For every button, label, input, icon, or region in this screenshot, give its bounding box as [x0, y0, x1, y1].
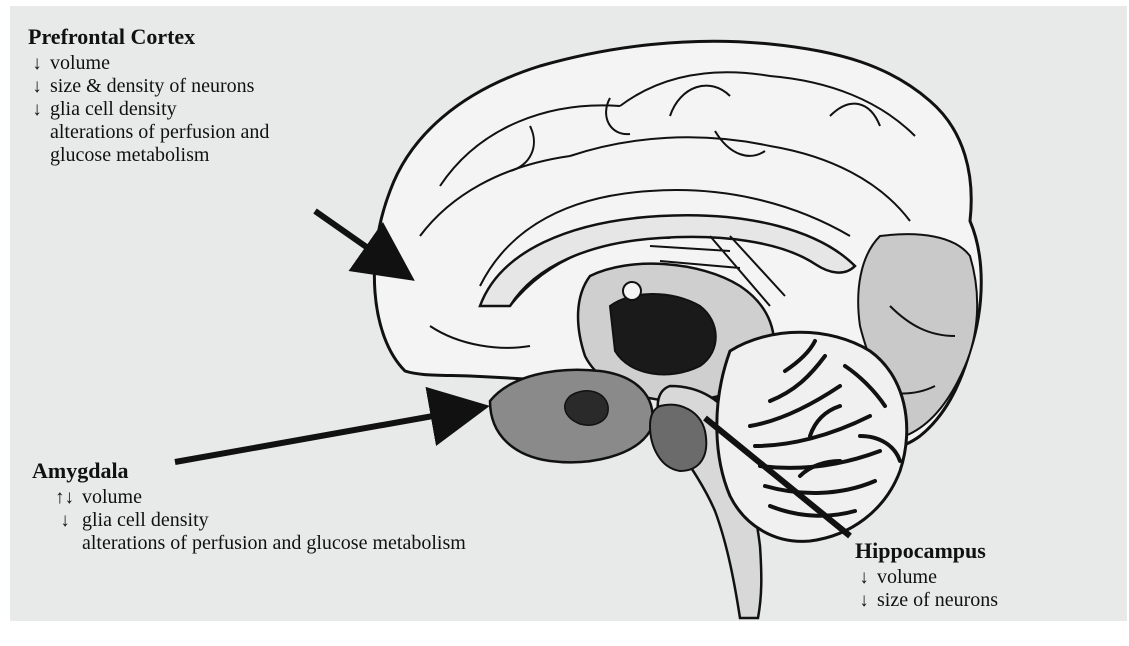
diagram-canvas: Prefrontal Cortex ↓ volume ↓ size & dens… — [10, 6, 1127, 621]
pfc-line-5: glucose metabolism — [28, 144, 269, 167]
arrow-down-icon: ↓ — [28, 75, 46, 98]
amy-line-2: ↓ glia cell density — [30, 509, 466, 532]
arrow-down-icon: ↓ — [855, 589, 873, 612]
amy-line-3: alterations of perfusion and glucose met… — [30, 532, 466, 555]
amygdala-label: Amygdala ↑↓ volume ↓ glia cell density a… — [30, 458, 466, 555]
arrow-down-icon: ↓ — [56, 509, 74, 532]
ventricle-dark — [610, 294, 716, 374]
hip-line-1: ↓ volume — [855, 566, 998, 589]
pfc-line-3: ↓ glia cell density — [28, 98, 269, 121]
pineal-circle — [623, 282, 641, 300]
arrow-down-icon: ↓ — [28, 98, 46, 121]
prefrontal-cortex-title: Prefrontal Cortex — [28, 24, 269, 50]
pfc-line-1: ↓ volume — [28, 52, 269, 75]
pfc-line-4: alterations of perfusion and — [28, 121, 269, 144]
hippocampus-label: Hippocampus ↓ volume ↓ size of neurons — [855, 538, 998, 612]
prefrontal-cortex-label: Prefrontal Cortex ↓ volume ↓ size & dens… — [28, 24, 269, 167]
amygdala-title: Amygdala — [32, 458, 466, 484]
pfc-line-2: ↓ size & density of neurons — [28, 75, 269, 98]
arrow-down-icon: ↓ — [855, 566, 873, 589]
hippocampus-title: Hippocampus — [855, 538, 998, 564]
amy-line-1: ↑↓ volume — [30, 486, 466, 509]
arrow-down-icon: ↓ — [28, 52, 46, 75]
amygdala-pointer-arrow — [175, 408, 478, 462]
hip-line-2: ↓ size of neurons — [855, 589, 998, 612]
arrow-up-down-icon: ↑↓ — [55, 486, 74, 509]
